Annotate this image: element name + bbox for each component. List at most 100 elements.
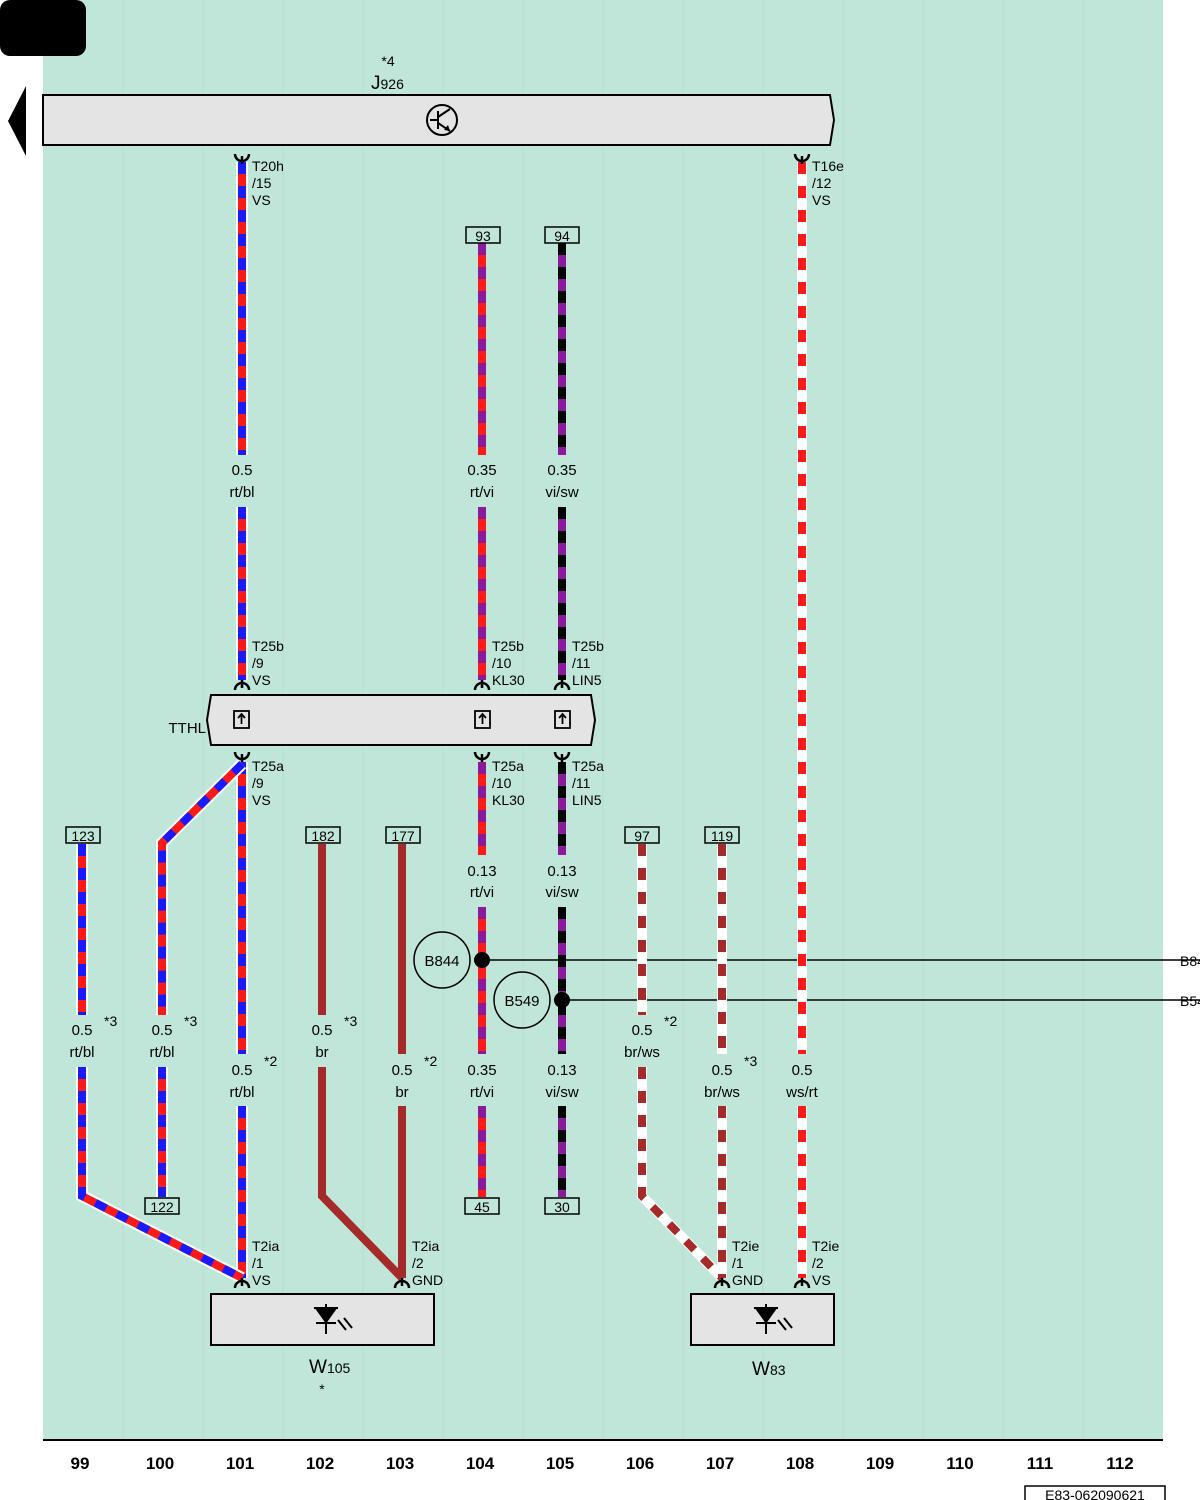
splice-b549[interactable] [493, 971, 570, 1029]
ref-45: 45 [464, 1197, 500, 1215]
w105-label: W105 [309, 1357, 351, 1378]
splice-b844-label: B844 [424, 953, 459, 970]
footer-code: E83-062090621 [1045, 1487, 1145, 1500]
column-numbers: 99 100 101 102 103 104 105 106 107 108 1… [71, 1454, 1134, 1473]
led-lamp-icon [314, 1304, 353, 1334]
svg-text:119: 119 [711, 828, 734, 844]
ref-182: 182 [305, 826, 341, 844]
note-102: *3 [344, 1013, 357, 1029]
wire-102 [318, 844, 405, 1281]
column-number: 108 [786, 1454, 814, 1473]
ref-122: 122 [144, 1197, 180, 1215]
led-lamp-icon [754, 1304, 793, 1334]
component-tthl[interactable] [205, 694, 597, 746]
wire-99 [76, 844, 245, 1284]
ref-93: 93 [465, 226, 501, 244]
component-w105[interactable] [210, 1293, 435, 1346]
svg-text:122: 122 [150, 1199, 174, 1215]
note-106: *2 [664, 1013, 677, 1029]
column-number: 103 [386, 1454, 414, 1473]
column-number: 109 [866, 1454, 894, 1473]
column-number: 110 [946, 1454, 973, 1473]
svg-text:93: 93 [475, 228, 491, 244]
connector-icon [233, 710, 571, 729]
tthl-label: TTHL [169, 720, 207, 737]
ref-119: 119 [704, 826, 740, 844]
splice-b844-edge-label: B84 [1180, 953, 1200, 969]
ref-177: 177 [385, 826, 421, 844]
svg-text:97: 97 [634, 828, 650, 844]
splice-b549-edge-label: B54 [1180, 993, 1200, 1009]
column-number: 111 [1027, 1454, 1054, 1473]
column-number: 105 [546, 1454, 574, 1473]
ref-97: 97 [624, 826, 660, 844]
column-number: 99 [71, 1454, 90, 1473]
corner-label-box [0, 0, 86, 56]
splice-b844[interactable] [413, 931, 490, 989]
svg-text:30: 30 [554, 1199, 570, 1215]
svg-text:45: 45 [474, 1199, 490, 1215]
footer-code-box [1024, 1485, 1166, 1500]
ref-123: 123 [65, 826, 101, 844]
ref-94: 94 [544, 226, 580, 244]
note-100: *3 [184, 1013, 197, 1029]
note-99: *3 [104, 1013, 117, 1029]
wire-106 [637, 844, 726, 1282]
column-number: 107 [706, 1454, 734, 1473]
reference-boxes[interactable]: 93 94 123 182 177 97 119 122 45 30 [65, 226, 740, 1215]
column-number: 101 [226, 1454, 254, 1473]
column-number: 102 [306, 1454, 334, 1473]
w83-label: W83 [752, 1359, 786, 1380]
wires [76, 162, 807, 1284]
w105-note: * [319, 1381, 325, 1397]
transistor-icon [426, 104, 458, 136]
svg-text:177: 177 [391, 828, 415, 844]
svg-text:94: 94 [554, 228, 570, 244]
column-number: 100 [146, 1454, 174, 1473]
svg-text:123: 123 [71, 828, 95, 844]
note-107: *3 [744, 1053, 757, 1069]
splice-b549-label: B549 [504, 993, 539, 1010]
j926-label: J926 [371, 73, 404, 94]
component-w83[interactable] [690, 1293, 835, 1346]
component-j926[interactable] [42, 94, 836, 146]
column-number: 112 [1106, 1454, 1133, 1473]
ref-30: 30 [544, 1197, 580, 1215]
wire-100 [156, 759, 247, 1197]
j926-note: *4 [381, 53, 394, 69]
back-arrow-icon[interactable] [8, 86, 26, 156]
splice-lines [482, 959, 1200, 1001]
column-number: 106 [626, 1454, 654, 1473]
column-number: 104 [466, 1454, 495, 1473]
